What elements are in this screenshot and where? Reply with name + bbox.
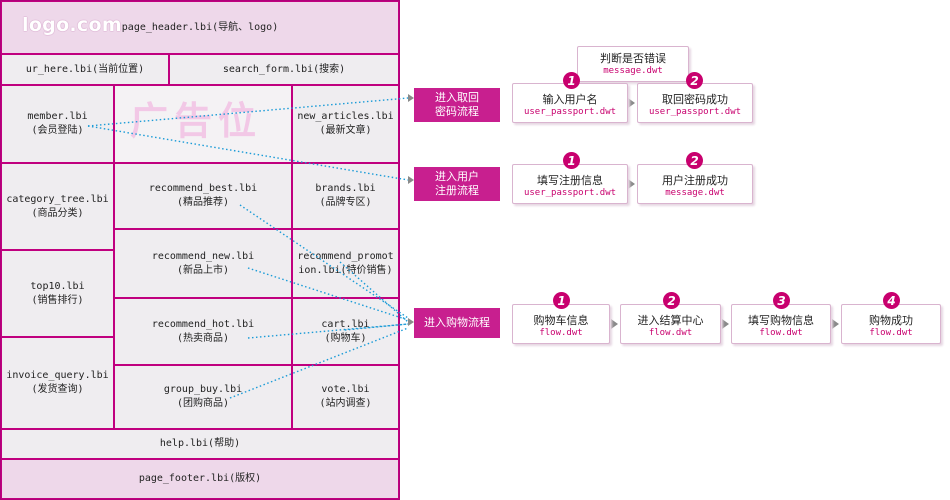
password-entry-line2: 密码流程 <box>435 105 479 118</box>
register-step-2-text: 用户注册成功 <box>662 174 728 187</box>
top10-block: top10.lbi (销售排行) <box>1 250 114 337</box>
member-desc: (会员登陆) <box>31 125 84 136</box>
category-tree-desc: (商品分类) <box>31 207 84 219</box>
arrow-shopping-3-4 <box>832 319 839 329</box>
password-note-text: 判断是否错误 <box>600 52 666 65</box>
member-block: member.lbi (会员登陆) <box>1 85 114 163</box>
shopping-entry-label: 进入购物流程 <box>424 316 490 329</box>
shopping-step-3-text: 填写购物信息 <box>748 314 814 327</box>
recommend-promotion-desc: ion.lbi(特价销售) <box>298 264 393 276</box>
vote-block: vote.lbi (站内调查) <box>292 365 399 429</box>
invoice-query-block: invoice_query.lbi (发货查询) <box>1 337 114 429</box>
register-step-1-file: user_passport.dwt <box>523 188 617 198</box>
password-step-2-text: 取回密码成功 <box>662 93 728 106</box>
new-articles-label: new_articles.lbi <box>297 111 394 122</box>
recommend-best-block: recommend_best.lbi (精品推荐) <box>114 163 292 229</box>
ur-here-label: ur_here.lbi(当前位置) <box>25 63 145 75</box>
recommend-promotion-label: recommend_promot <box>297 250 394 262</box>
member-label: member.lbi <box>27 111 88 122</box>
register-step-1-text: 填写注册信息 <box>537 174 603 187</box>
shopping-step-4: 购物成功 flow.dwt <box>841 304 941 344</box>
cart-label: cart.lbi <box>321 318 370 330</box>
category-tree-block: category_tree.lbi (商品分类) <box>1 163 114 250</box>
top10-label: top10.lbi <box>30 280 85 292</box>
password-note-file: message.dwt <box>603 66 663 76</box>
brands-label: brands.lbi <box>315 183 376 194</box>
password-step-2: 取回密码成功 user_passport.dwt <box>637 83 753 123</box>
recommend-promotion-block: recommend_promot ion.lbi(特价销售) <box>292 229 399 298</box>
register-step-1: 填写注册信息 user_passport.dwt <box>512 164 628 204</box>
shopping-step-4-badge: 4 <box>883 292 900 309</box>
vote-desc: (站内调查) <box>319 398 372 409</box>
shopping-step-3-badge: 3 <box>773 292 790 309</box>
password-entry-line1: 进入取回 <box>435 91 479 104</box>
password-step-1: 输入用户名 user_passport.dwt <box>512 83 628 123</box>
recommend-new-desc: (新品上市) <box>176 264 230 276</box>
shopping-step-2-file: flow.dwt <box>648 328 693 338</box>
footer-block: page_footer.lbi(版权) <box>1 459 399 499</box>
vote-label: vote.lbi <box>321 384 370 395</box>
password-step-1-badge: 1 <box>563 72 580 89</box>
password-flow-entry: 进入取回密码流程 <box>414 88 500 122</box>
recommend-best-desc: (精品推荐) <box>176 197 230 208</box>
register-step-2-badge: 2 <box>686 152 703 169</box>
arrow-register-1-2 <box>628 179 635 189</box>
shopping-step-1-text: 购物车信息 <box>533 314 589 327</box>
shopping-step-3-file: flow.dwt <box>759 328 803 338</box>
password-step-1-text: 输入用户名 <box>542 93 598 106</box>
shopping-step-2: 进入结算中心 flow.dwt <box>620 304 721 344</box>
recommend-best-label: recommend_best.lbi <box>148 183 258 194</box>
recommend-hot-label: recommend_hot.lbi <box>151 318 255 330</box>
group-buy-desc: (团购商品) <box>176 398 230 409</box>
help-label: help.lbi(帮助) <box>159 438 241 449</box>
password-error-note: 判断是否错误 message.dwt <box>577 46 689 82</box>
register-flow-entry: 进入用户注册流程 <box>414 167 500 201</box>
brands-block: brands.lbi (品牌专区) <box>292 163 399 229</box>
register-entry-line2: 注册流程 <box>435 184 479 197</box>
brands-desc: (品牌专区) <box>319 197 372 208</box>
group-buy-label: group_buy.lbi <box>163 384 243 395</box>
new-articles-desc: (最新文章) <box>319 125 372 136</box>
group-buy-block: group_buy.lbi (团购商品) <box>114 365 292 429</box>
password-step-2-badge: 2 <box>686 72 703 89</box>
password-step-2-file: user_passport.dwt <box>648 107 742 117</box>
search-form-block: search_form.lbi(搜索) <box>169 54 399 85</box>
register-step-2: 用户注册成功 message.dwt <box>637 164 753 204</box>
search-form-label: search_form.lbi(搜索) <box>222 63 346 75</box>
register-step-1-badge: 1 <box>563 152 580 169</box>
arrow-password-1-2 <box>628 98 635 108</box>
shopping-step-2-badge: 2 <box>663 292 680 309</box>
shopping-step-4-file: flow.dwt <box>869 328 913 338</box>
top10-desc: (销售排行) <box>31 294 84 306</box>
register-step-2-file: message.dwt <box>665 188 725 198</box>
shopping-step-1-badge: 1 <box>553 292 570 309</box>
category-tree-label: category_tree.lbi <box>6 193 109 205</box>
header-label: page_header.lbi(导航、logo) <box>121 21 279 33</box>
shopping-step-2-text: 进入结算中心 <box>637 314 704 327</box>
password-step-1-file: user_passport.dwt <box>523 107 617 117</box>
recommend-new-block: recommend_new.lbi (新品上市) <box>114 229 292 298</box>
invoice-query-desc: (发货查询) <box>31 384 84 395</box>
shopping-step-4-text: 购物成功 <box>869 314 913 327</box>
footer-label: page_footer.lbi(版权) <box>138 473 262 484</box>
logo: logo.com <box>22 14 122 36</box>
recommend-hot-block: recommend_hot.lbi (热卖商品) <box>114 298 292 365</box>
ad-slot-label: 广告位 <box>130 99 263 143</box>
shopping-step-3: 填写购物信息 flow.dwt <box>731 304 831 344</box>
cart-block: cart.lbi (购物车) <box>292 298 399 365</box>
recommend-hot-desc: (热卖商品) <box>176 332 230 344</box>
cart-desc: (购物车) <box>324 332 367 344</box>
arrow-shopping-2-3 <box>722 319 729 329</box>
shopping-flow-entry: 进入购物流程 <box>414 308 500 338</box>
recommend-new-label: recommend_new.lbi <box>151 250 255 262</box>
register-entry-line1: 进入用户 <box>435 170 479 183</box>
invoice-query-label: invoice_query.lbi <box>6 370 109 381</box>
shopping-step-1: 购物车信息 flow.dwt <box>512 304 610 344</box>
shopping-step-1-file: flow.dwt <box>539 328 583 338</box>
header-block: page_header.lbi(导航、logo) <box>1 1 399 54</box>
help-block: help.lbi(帮助) <box>1 429 399 459</box>
arrow-shopping-1-2 <box>611 319 618 329</box>
new-articles-block: new_articles.lbi (最新文章) <box>292 85 399 163</box>
ur-here-block: ur_here.lbi(当前位置) <box>1 54 169 85</box>
